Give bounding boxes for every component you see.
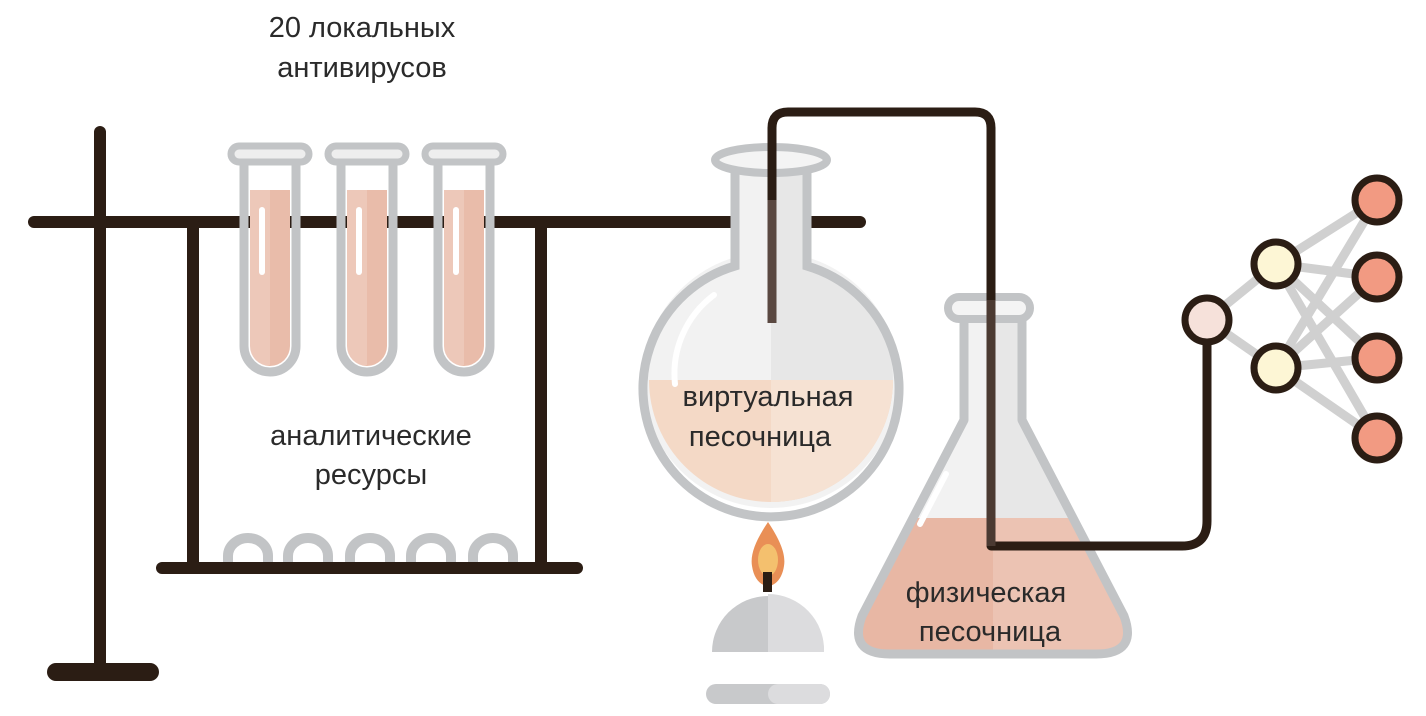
nn-hidden-node	[1250, 238, 1302, 290]
nn-hidden-node	[1250, 342, 1302, 394]
virtual-sandbox-label-line2: песочница	[689, 421, 832, 453]
antivirus-label-line1: 20 локальных	[269, 12, 456, 44]
test-tube-icon	[227, 142, 507, 377]
nn-input-node	[1181, 294, 1233, 346]
analytics-label-line1: аналитические	[270, 420, 472, 452]
analytics-label-line2: ресурсы	[315, 459, 427, 491]
nn-output-node	[1351, 174, 1403, 226]
nn-output-node	[1351, 412, 1403, 464]
physical-sandbox-label-line2: песочница	[919, 616, 1062, 648]
antivirus-label-line2: антивирусов	[277, 52, 447, 84]
nn-output-node	[1351, 332, 1403, 384]
physical-sandbox-label-line1: физическая	[906, 577, 1066, 609]
connecting-tube	[767, 107, 1212, 551]
nn-output-node	[1351, 251, 1403, 303]
neural-network-icon	[1181, 174, 1403, 464]
analytic-resource-rings	[223, 533, 518, 562]
burner-icon	[706, 522, 830, 704]
virtual-sandbox-label-line1: виртуальная	[683, 381, 854, 413]
